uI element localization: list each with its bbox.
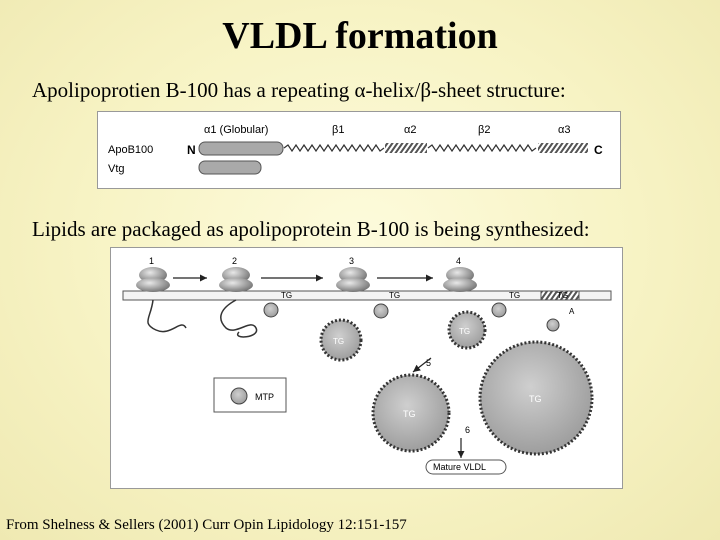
- small-particle-step3: [319, 318, 363, 362]
- tg-label-step2: TG: [281, 291, 292, 300]
- apob-domain-figure: α1 (Globular) β1 α2 β2 α3 ApoB100 N C Vt…: [97, 111, 621, 189]
- alpha2-helix-domain: [385, 143, 427, 153]
- beta-symbol: β: [420, 78, 432, 102]
- domain-label-beta1: β1: [332, 124, 344, 136]
- tg-label-small-particle: TG: [333, 337, 344, 346]
- beta2-sheet-zigzag: [427, 143, 537, 153]
- step-label-4: 4: [456, 256, 461, 266]
- ribosome-4: [443, 267, 477, 292]
- ribosome-1: [136, 267, 170, 292]
- vldl-assembly-figure: 1 2 3 4 5 6 TG TG TG TG A: [110, 247, 623, 489]
- domain-label-alpha1: α1 (Globular): [204, 124, 268, 136]
- mtp-legend-box: [213, 377, 287, 413]
- tg-label-hatched: TG: [557, 291, 568, 300]
- slide-title: VLDL formation: [222, 15, 498, 57]
- row-label-apob100: ApoB100: [108, 144, 153, 156]
- mtp-complex-step3: [373, 303, 389, 319]
- vldl-particle-step5: [371, 373, 451, 453]
- step-label-5: 5: [426, 358, 431, 368]
- line1-prefix: Apolipoprotien B-100 has a repeating: [32, 78, 355, 102]
- step-label-6: 6: [465, 425, 470, 435]
- n-terminus-label: N: [187, 143, 196, 157]
- nascent-chain-2: [220, 299, 258, 338]
- tg-label-step4: TG: [509, 291, 520, 300]
- membrane-hatched-segment: [540, 290, 580, 301]
- c-terminus-label: C: [594, 143, 603, 157]
- step-arrow-5: [412, 357, 432, 373]
- domain-label-alpha2: α2: [404, 124, 416, 136]
- row-label-vtg: Vtg: [108, 163, 125, 175]
- large-tg-droplet: [478, 340, 594, 456]
- mature-vldl-box: [425, 459, 507, 475]
- mtp-complex-step4: [491, 302, 507, 318]
- apob-domain-svg: α1 (Globular) β1 α2 β2 α3 ApoB100 N C Vt…: [108, 124, 603, 175]
- line1-mid: -helix/: [365, 78, 421, 102]
- citation: From Shelness & Sellers (2001) Curr Opin…: [6, 517, 407, 533]
- nascent-chain-1: [147, 299, 187, 333]
- domain-label-alpha3: α3: [558, 124, 570, 136]
- tg-label-primordial: TG: [459, 327, 470, 336]
- mtp-legend-icon: [230, 387, 248, 405]
- apob-structure-text: Apolipoprotien B-100 has a repeating α-h…: [32, 78, 566, 103]
- tg-label-step3: TG: [389, 291, 400, 300]
- mtp-complex-step2: [263, 302, 279, 318]
- step-label-3: 3: [349, 256, 354, 266]
- alpha3-helix-domain: [538, 143, 588, 153]
- vtg-globular-domain: [198, 160, 262, 175]
- beta1-sheet-zigzag: [283, 143, 385, 153]
- tg-label-vldl-step5: TG: [403, 409, 416, 419]
- domain-label-beta2: β2: [478, 124, 490, 136]
- alpha1-globular-domain: [198, 141, 284, 156]
- step-label-2: 2: [232, 256, 237, 266]
- line1-suffix: -sheet structure:: [431, 78, 566, 102]
- alpha-symbol: α: [354, 78, 366, 102]
- primordial-particle-step4: [447, 310, 487, 350]
- vldl-assembly-svg: 1 2 3 4 5 6 TG TG TG TG A: [122, 256, 612, 475]
- mature-vldl-label: Mature VLDL: [433, 462, 486, 472]
- lipid-packaging-text: Lipids are packaged as apolipoprotein B-…: [32, 217, 590, 241]
- tg-label-large-droplet: TG: [529, 394, 542, 404]
- mtp-legend-label: MTP: [255, 392, 274, 402]
- ribosome-3: [336, 267, 370, 292]
- ribosome-2: [219, 267, 253, 292]
- step-label-1: 1: [149, 256, 154, 266]
- er-membrane: [122, 290, 612, 301]
- mtp-complex-free: [546, 318, 560, 332]
- a-label: A: [569, 307, 575, 316]
